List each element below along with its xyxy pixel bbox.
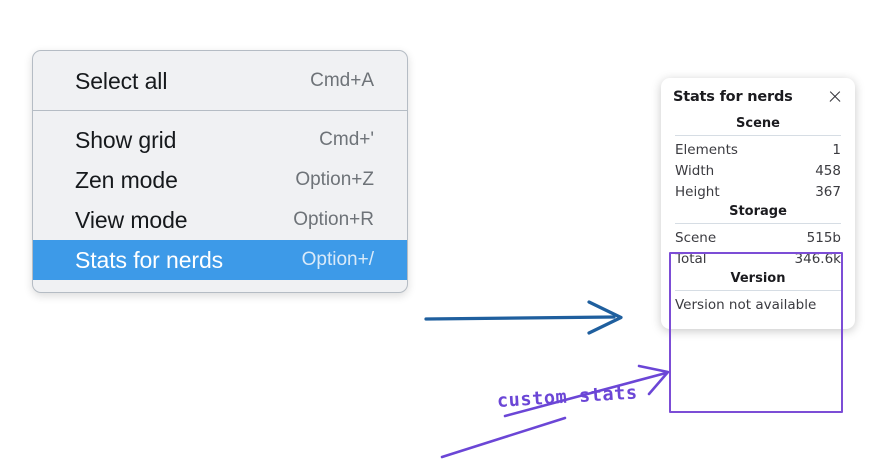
menu-separator (33, 110, 407, 111)
menu-item-shortcut: Cmd+' (319, 129, 374, 150)
stat-value: 1 (832, 141, 841, 158)
stat-row-height: Height 367 (672, 181, 844, 202)
menu-item-label: Show grid (75, 126, 177, 153)
purple-tail-line (440, 416, 567, 459)
stat-value: 515b (806, 229, 841, 246)
menu-group-view: Show grid Cmd+' Zen mode Option+Z View m… (33, 111, 407, 292)
section-divider (675, 290, 841, 291)
stat-row-storage-scene: Scene 515b (672, 227, 844, 248)
section-divider (675, 223, 841, 224)
section-heading-storage: Storage (729, 204, 787, 219)
version-note: Version not available (675, 297, 817, 313)
stat-value: 346.6k (794, 250, 841, 267)
section-divider (675, 135, 841, 136)
menu-group-selection: Select all Cmd+A (33, 51, 407, 110)
stat-value: 367 (815, 183, 841, 200)
section-heading-version: Version (730, 271, 786, 286)
section-heading-scene: Scene (736, 116, 780, 131)
menu-item-zen-mode[interactable]: Zen mode Option+Z (33, 160, 407, 200)
menu-item-label: Select all (75, 67, 168, 94)
stat-key: Scene (675, 229, 717, 246)
stat-key: Total (675, 250, 707, 267)
menu-item-view-mode[interactable]: View mode Option+R (33, 200, 407, 240)
menu-item-stats-for-nerds[interactable]: Stats for nerds Option+/ (33, 240, 407, 280)
menu-item-show-grid[interactable]: Show grid Cmd+' (33, 120, 407, 160)
panel-header: Stats for nerds (672, 89, 844, 105)
menu-item-shortcut: Cmd+A (310, 70, 374, 91)
menu-item-label: View mode (75, 206, 188, 233)
menu-item-label: Stats for nerds (75, 246, 224, 273)
close-icon[interactable] (827, 89, 843, 105)
stat-row-storage-total: Total 346.6k (672, 248, 844, 269)
stats-for-nerds-panel: Stats for nerds Scene Elements 1 Width 4… (661, 78, 855, 329)
stat-key: Height (675, 183, 720, 200)
menu-item-shortcut: Option+Z (295, 169, 374, 190)
stat-key: Width (675, 162, 715, 179)
menu-item-label: Zen mode (75, 166, 178, 193)
menu-item-select-all[interactable]: Select all Cmd+A (33, 61, 407, 101)
context-menu[interactable]: Select all Cmd+A Show grid Cmd+' Zen mod… (32, 50, 408, 293)
stat-row-elements: Elements 1 (672, 139, 844, 160)
panel-title: Stats for nerds (673, 89, 793, 105)
stat-key: Elements (675, 141, 738, 158)
blue-arrow-annotation (424, 300, 623, 335)
stat-row-width: Width 458 (672, 160, 844, 181)
menu-item-shortcut: Option+/ (301, 249, 374, 270)
menu-item-shortcut: Option+R (293, 209, 374, 230)
purple-arrow-to-box (503, 364, 670, 418)
stat-value: 458 (815, 162, 841, 179)
